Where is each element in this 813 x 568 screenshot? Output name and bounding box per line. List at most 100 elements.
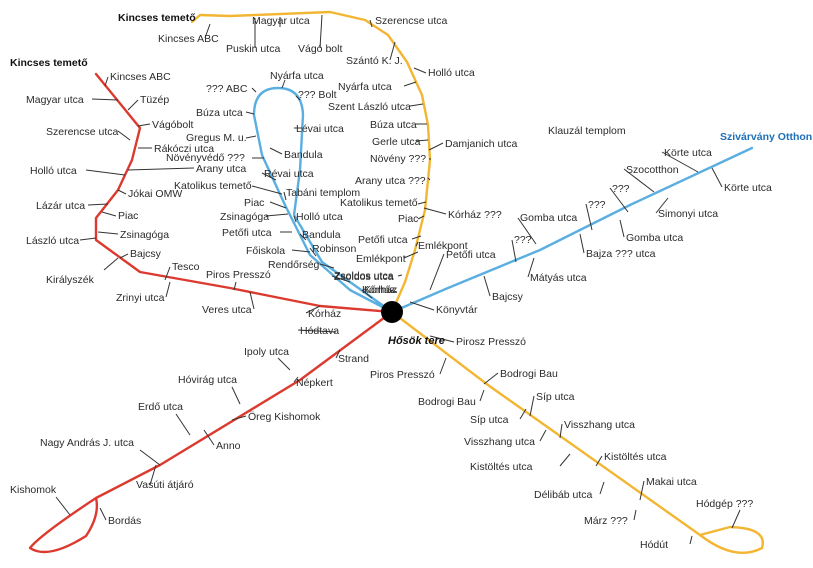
station-label-13[interactable]: Növény ???	[370, 153, 426, 165]
station-label-18[interactable]: Petőfi utca	[358, 234, 408, 246]
station-label-8[interactable]: Nyárfa utca	[338, 81, 392, 93]
station-label-77[interactable]: Lévai utca	[296, 123, 344, 135]
station-label-37[interactable]: Hódgép ???	[696, 498, 753, 510]
station-label-17[interactable]: Kórház ???	[448, 209, 502, 221]
station-label-43[interactable]: Vágóbolt	[152, 119, 194, 131]
station-label-79[interactable]: Bandula	[284, 149, 323, 161]
hub-marker[interactable]	[381, 301, 403, 323]
station-label-33[interactable]: Kistöltés utca	[470, 461, 533, 473]
station-label-25[interactable]: Piros Presszó	[370, 369, 435, 381]
station-label-80[interactable]: Növényvédő ???	[166, 152, 245, 164]
station-label-11[interactable]: Gerle utca	[372, 136, 421, 148]
station-label-104[interactable]: Simonyi utca	[658, 208, 718, 220]
station-label-61[interactable]: Strand	[338, 353, 369, 365]
station-label-45[interactable]: Rákóczi utca	[154, 143, 214, 155]
station-label-105[interactable]: Körte utca	[664, 147, 712, 159]
station-label-44[interactable]: Szerencse utca	[46, 126, 119, 138]
station-label-106[interactable]: Körte utca	[724, 182, 772, 194]
station-label-71[interactable]: Bordás	[108, 515, 141, 527]
station-label-65[interactable]: Öreg Kishomok	[248, 411, 321, 423]
station-label-50[interactable]: Piac	[118, 210, 138, 222]
station-label-7[interactable]: Holló utca	[428, 67, 475, 79]
station-label-49[interactable]: Lázár utca	[36, 200, 85, 212]
station-label-5[interactable]: Szerencse utca	[375, 15, 448, 27]
station-label-53[interactable]: Bajcsy	[130, 248, 162, 260]
landmark-klauzal-templom[interactable]: Klauzál templom	[548, 125, 626, 137]
station-label-55[interactable]: Tesco	[172, 261, 200, 273]
station-label-59[interactable]: Kórház	[308, 308, 341, 320]
station-label-12[interactable]: Damjanich utca	[445, 138, 518, 150]
station-label-87[interactable]: Petőfi utca	[222, 227, 272, 239]
station-label-42[interactable]: Tüzép	[140, 94, 169, 106]
station-label-52[interactable]: László utca	[26, 235, 79, 247]
station-label-9[interactable]: Szent László utca	[328, 101, 411, 113]
station-label-28[interactable]: Síp utca	[536, 391, 575, 403]
station-label-21[interactable]: Zsoldos utca	[334, 271, 394, 283]
station-label-64[interactable]: Hóvirág utca	[178, 374, 237, 386]
station-label-24[interactable]: Pirosz Presszó	[456, 336, 526, 348]
station-label-56[interactable]: Zrinyi utca	[116, 292, 165, 304]
station-label-41[interactable]: Magyar utca	[26, 94, 84, 106]
station-label-15[interactable]: Katolikus temető	[340, 197, 418, 209]
station-label-19[interactable]: Emlékpont	[418, 240, 468, 252]
station-label-51[interactable]: Zsinagóga	[120, 229, 169, 241]
station-label-48[interactable]: Jókai OMW	[128, 188, 182, 200]
station-label-32[interactable]: Kistöltés utca	[604, 451, 667, 463]
yellow-terminus-label[interactable]: Kincses temető	[118, 12, 196, 24]
station-label-74[interactable]: Nyárfa utca	[270, 70, 324, 82]
station-label-30[interactable]: Visszhang utca	[564, 419, 635, 431]
station-label-101[interactable]: ???	[612, 183, 630, 195]
station-label-95[interactable]: Bajcsy	[492, 291, 524, 303]
station-label-102[interactable]: Gomba utca	[626, 232, 683, 244]
station-label-94[interactable]: Petőfi utca	[446, 249, 496, 261]
station-label-38[interactable]: Hódút	[640, 539, 668, 551]
station-label-75[interactable]: ??? Bolt	[298, 89, 337, 101]
station-label-46[interactable]: Holló utca	[30, 165, 77, 177]
station-label-98[interactable]: Gomba utca	[520, 212, 577, 224]
station-label-86[interactable]: Holló utca	[296, 211, 343, 223]
station-label-1[interactable]: Kincses ABC	[158, 33, 219, 45]
station-label-67[interactable]: Anno	[216, 440, 241, 452]
station-label-60[interactable]: Hódtava	[300, 325, 339, 337]
station-label-20[interactable]: Emlékpont	[356, 253, 406, 265]
station-label-26[interactable]: Bodrogi Bau	[500, 368, 558, 380]
station-label-35[interactable]: Makai utca	[646, 476, 697, 488]
station-label-100[interactable]: Bajza ??? utca	[586, 248, 656, 260]
station-label-81[interactable]: Révai utca	[264, 168, 314, 180]
station-label-16[interactable]: Piac	[398, 213, 418, 225]
hub-label[interactable]: Hősök tere	[388, 335, 445, 347]
station-label-73[interactable]: ??? ABC	[206, 83, 248, 95]
station-label-4[interactable]: Vágó bolt	[298, 43, 342, 55]
station-label-90[interactable]: Robinson	[312, 243, 357, 255]
station-label-96[interactable]: ???	[514, 234, 532, 246]
station-label-85[interactable]: Zsinagóga	[220, 211, 269, 223]
station-label-84[interactable]: Piac	[244, 197, 264, 209]
station-label-3[interactable]: Magyar utca	[252, 15, 310, 27]
blue-terminus-label[interactable]: Szivárvány Otthon	[720, 131, 812, 143]
station-label-22[interactable]: Kórház	[362, 284, 395, 296]
station-label-103[interactable]: Szocotthon	[626, 164, 679, 176]
station-label-14[interactable]: Arany utca ???	[355, 175, 426, 187]
station-label-27[interactable]: Bodrogi Bau	[418, 396, 476, 408]
station-label-70[interactable]: Kishomok	[10, 484, 57, 496]
station-label-58[interactable]: Veres utca	[202, 304, 252, 316]
station-label-36[interactable]: Márz ???	[584, 515, 628, 527]
station-label-54[interactable]: Királyszék	[46, 274, 95, 286]
red-terminus-label[interactable]: Kincses temető	[10, 57, 88, 69]
station-label-29[interactable]: Síp utca	[470, 414, 509, 426]
station-label-89[interactable]: Főiskola	[246, 245, 285, 257]
station-label-66[interactable]: Erdő utca	[138, 401, 183, 413]
station-label-93[interactable]: Kórház	[364, 284, 397, 296]
station-label-88[interactable]: Bandula	[302, 229, 341, 241]
station-label-23[interactable]: Könyvtár	[436, 304, 478, 316]
station-label-63[interactable]: Népkert	[296, 377, 333, 389]
station-label-99[interactable]: ???	[588, 199, 606, 211]
station-label-97[interactable]: Mátyás utca	[530, 272, 587, 284]
station-label-57[interactable]: Piros Presszó	[206, 269, 271, 281]
station-label-31[interactable]: Visszhang utca	[464, 436, 535, 448]
station-label-92[interactable]: Zsoldos utca	[334, 270, 394, 282]
station-label-62[interactable]: Ipoly utca	[244, 346, 289, 358]
station-label-83[interactable]: Tabáni templom	[286, 187, 360, 199]
station-label-10[interactable]: Búza utca	[370, 119, 417, 131]
station-label-76[interactable]: Búza utca	[196, 107, 243, 119]
